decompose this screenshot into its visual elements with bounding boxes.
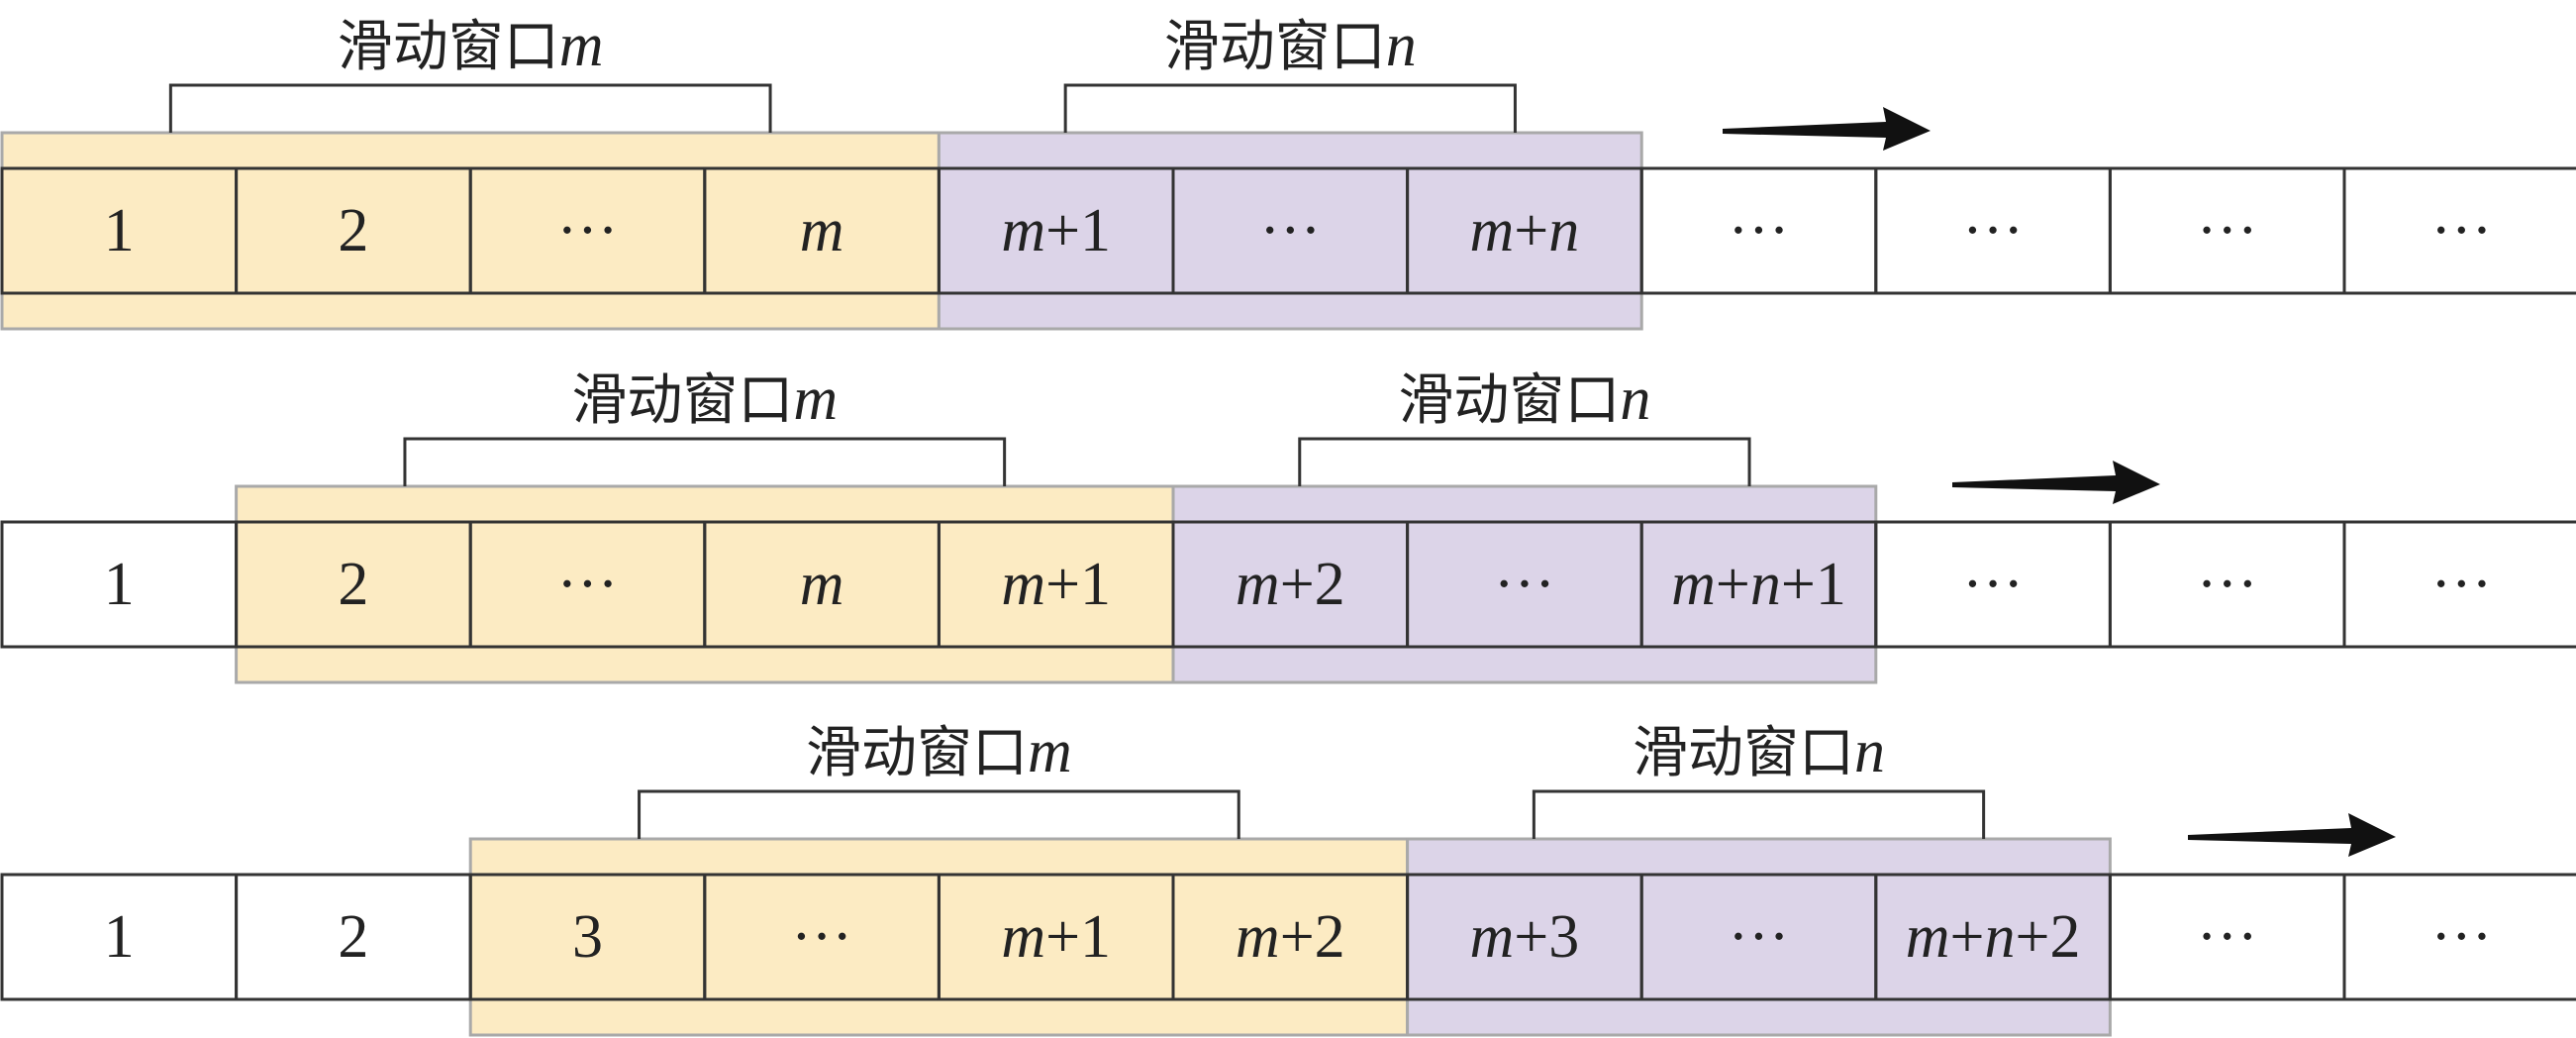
cell-label: m+1 — [1001, 551, 1111, 618]
cell: 1 — [0, 873, 239, 1001]
window-n-label: 滑动窗口n — [1398, 365, 1650, 433]
cell-label: ··· — [2430, 197, 2492, 264]
cell-label: m+1 — [1001, 903, 1111, 971]
window-m-bracket — [168, 83, 772, 133]
cell: ··· — [1874, 520, 2112, 649]
window-n-label: 滑动窗口n — [1633, 718, 1885, 785]
cell: ··· — [2342, 520, 2576, 649]
window-m-bracket — [638, 789, 1240, 839]
cell: ··· — [1406, 520, 1643, 649]
window-m-bracket — [403, 437, 1007, 486]
cell: ··· — [2342, 873, 2576, 1001]
cell-box — [2342, 520, 2576, 649]
cell-label: ··· — [1962, 197, 2024, 264]
cell-label: ··· — [1962, 551, 2024, 618]
cell-label: ··· — [2197, 903, 2258, 971]
window-n-bracket — [1298, 437, 1751, 486]
cell: ··· — [468, 520, 707, 649]
cell: m+n — [1406, 166, 1643, 295]
window-m-label: 滑动窗口m — [571, 365, 838, 433]
cell-label: ··· — [791, 903, 852, 971]
cell-label: m+1 — [1001, 197, 1111, 264]
direction-arrow-icon — [1952, 461, 2160, 504]
window-n-highlight — [1171, 484, 1878, 684]
cell-label: m+n — [1470, 197, 1580, 264]
cell-label: 1 — [104, 551, 135, 618]
direction-arrow-icon — [2188, 813, 2396, 857]
cell-label: m+2 — [1236, 551, 1345, 618]
cell-label: ··· — [1259, 197, 1321, 264]
cell-label: m — [800, 551, 844, 618]
cell-label: 1 — [104, 903, 135, 971]
cell-label: ··· — [2430, 551, 2492, 618]
window-n-bracket — [1063, 83, 1517, 133]
cell-label: ··· — [1729, 197, 1790, 264]
cell: ··· — [2108, 873, 2346, 1001]
cell-label: m+n+1 — [1671, 551, 1846, 618]
cell: ··· — [468, 166, 707, 295]
cell: m+2 — [1171, 873, 1410, 1001]
cell: ··· — [2342, 166, 2576, 295]
cell-label: 1 — [104, 197, 135, 264]
cell: m — [703, 166, 941, 295]
cell-label: ··· — [557, 197, 619, 264]
cell: ··· — [1171, 166, 1410, 295]
cell: 1 — [0, 520, 239, 649]
cell-label: 2 — [338, 197, 368, 264]
window-n-bracket — [1532, 789, 1986, 839]
cell-box — [2342, 166, 2576, 295]
window-n-highlight — [937, 131, 1643, 331]
cell: m+1 — [937, 520, 1175, 649]
cell-label: m — [800, 197, 844, 264]
window-m-label: 滑动窗口m — [338, 12, 604, 79]
cell-label: ··· — [1729, 903, 1790, 971]
row-1: 滑动窗口m 滑动窗口n 1 2 ··· m m+1 ··· m+n ··· ··· ··· ··· — [0, 12, 2576, 331]
cell-label: 2 — [338, 551, 368, 618]
cell-label: ··· — [2197, 197, 2258, 264]
cell: ··· — [2108, 166, 2346, 295]
window-m-label: 滑动窗口m — [806, 718, 1072, 785]
cell: 2 — [235, 873, 472, 1001]
window-n-label: 滑动窗口n — [1164, 12, 1417, 79]
cell-label: m+n+2 — [1906, 903, 2081, 971]
cell: m+n+2 — [1874, 873, 2112, 1001]
cell-label: 3 — [572, 903, 603, 971]
cell: ··· — [1874, 166, 2112, 295]
cell: ··· — [1639, 166, 1878, 295]
cell-label: 2 — [338, 903, 368, 971]
cell-label: m+2 — [1236, 903, 1345, 971]
cell: ··· — [703, 873, 941, 1001]
cell-label: ··· — [2197, 551, 2258, 618]
row-3: 滑动窗口m 滑动窗口n 1 2 3 ··· m+1 m+2 m+3 ··· m+n+2 ··· ··· — [0, 718, 2576, 1037]
cell: 2 — [235, 520, 472, 649]
cell-label: ··· — [2430, 903, 2492, 971]
direction-arrow-icon — [1723, 107, 1931, 151]
row-2: 滑动窗口m 滑动窗口n 1 2 ··· m m+1 m+2 ··· m+n+1 ··· ··· ··· — [0, 365, 2576, 684]
cell-label: m+3 — [1470, 903, 1580, 971]
cell-box — [2342, 873, 2576, 1001]
cell-label: ··· — [1494, 551, 1555, 618]
cell: ··· — [2108, 520, 2346, 649]
cell-label: ··· — [557, 551, 619, 618]
